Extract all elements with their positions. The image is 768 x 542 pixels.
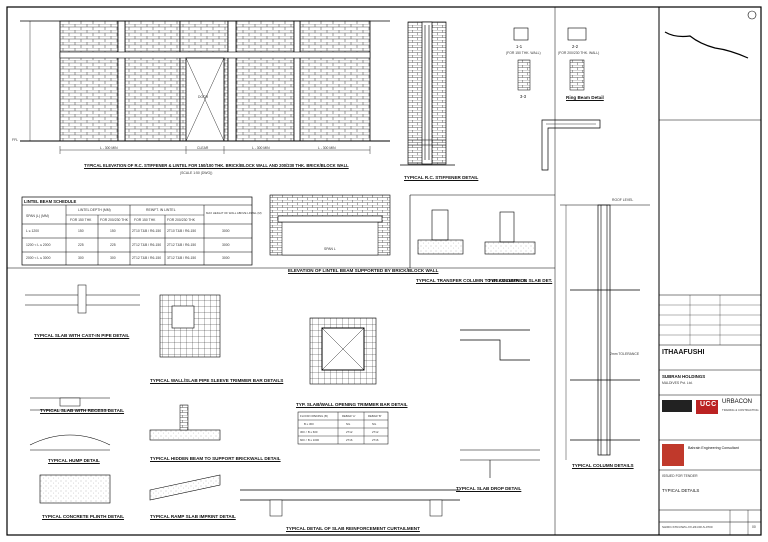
title-slab-drop: TYPICAL SLAB DROP DETAIL <box>456 486 522 491</box>
label-ffl: FFL <box>12 138 19 142</box>
dim-clear: CLEAR <box>197 146 209 150</box>
title-stiffener: TYPICAL R.C. STIFFENER DETAIL <box>404 175 479 180</box>
engineer-name: Bahrain Engineering Consultant <box>688 446 739 450</box>
schedule-row-1-r1: 2T10 T&B / R6-150 <box>132 229 162 233</box>
consultant-logo-text: UCC <box>700 401 717 408</box>
title-block-lines <box>659 10 761 535</box>
title-ring-beam: Ring Beam Detail <box>566 95 604 100</box>
stage: ISSUED FOR TENDER <box>662 474 698 478</box>
opening-row-3-1: 2T16 <box>346 438 353 442</box>
opening-row-3-0: 600 < B ≤ 1000 <box>300 438 320 442</box>
hbc-logo <box>662 400 692 412</box>
schedule-row-2-d2: 225 <box>110 243 116 247</box>
project-name: ITHAAFUSHI <box>662 349 705 356</box>
schedule-row-2-d1: 225 <box>78 243 84 247</box>
section-a: 1-1 <box>516 44 523 49</box>
title-ramp: TYPICAL RAMP SLAB IMPRINT DETAIL <box>150 514 236 519</box>
schedule-row-1-d1: 150 <box>78 229 84 233</box>
opening-row-2-0: 300 < B ≤ 600 <box>300 430 318 434</box>
schedule-sub-3: FOR 200/230 THK <box>167 218 196 222</box>
title-concrete-plinth: TYPICAL CONCRETE PLINTH DETAIL <box>42 514 125 519</box>
schedule-row-3-h: 3000 <box>222 256 230 260</box>
title-lintel-elevation: ELEVATION OF LINTEL BEAM SUPPORTED BY BR… <box>288 268 439 273</box>
consultant-sub: TRADING & CONTRACTING <box>722 408 759 412</box>
revision: 00 <box>752 525 756 529</box>
schedule-row-1-d2: 150 <box>110 229 116 233</box>
transfer-column <box>7 194 555 269</box>
schedule-sub-0: FOR 150 THK <box>70 218 92 222</box>
title-slab-opening: TYP. SLAB/WALL OPENING TRIMMER BAR DETAI… <box>296 402 408 407</box>
section-c: 3-3 <box>520 94 527 99</box>
schedule-row-3-span: 2000 < L ≤ 3000 <box>26 256 51 260</box>
title-transfer-column: TYPICAL TRANSFER COLUMN TO BEAM DETAILS <box>416 278 527 283</box>
stiffener-detail <box>400 21 455 166</box>
dim-span-3: L - 300 MIN <box>318 146 336 150</box>
title-trimmer-bar: TYPICAL WALL/SLAB PIPE SLEEVE TRIMMER BA… <box>150 378 284 383</box>
title-recess: TYPICAL SLAB WITH RECESS DETAIL <box>40 408 125 413</box>
schedule-row-2-span: 1200 < L ≤ 2000 <box>26 243 51 247</box>
client-name: SUBRAN HOLDINGS <box>662 374 706 379</box>
schedule-header-span: SPAN (L) (MM) <box>26 214 49 218</box>
schedule-row-3-r1: 2T12 T&B / R6-150 <box>132 256 162 260</box>
section-a-note: (FOR 150 THK. WALL) <box>506 51 541 55</box>
lintel-schedule-grid <box>21 196 253 266</box>
wall-elevation <box>20 20 390 154</box>
schedule-sub-2: FOR 150 THK <box>134 218 156 222</box>
opening-row-1-1: NIL <box>346 422 351 426</box>
schedule-row-3-d1: 300 <box>78 256 84 260</box>
opening-header-0: FLOOR OPENING (B) <box>300 414 328 418</box>
label-span: SPAN L <box>324 247 336 251</box>
schedule-row-2-r2: 2T12 T&B / R6-150 <box>167 243 197 247</box>
urbacon-logo <box>696 400 718 414</box>
schedule-row-1-h: 3000 <box>222 229 230 233</box>
drawing-number: SHIRO-STR-DWG-XX-ZZ-DR-S-0700 <box>662 525 713 529</box>
schedule-header-depth: LINTEL DEPTH (MM) <box>78 208 111 212</box>
opening-row-3-2: 2T16 <box>372 438 379 442</box>
schedule-header-height: MAX HEIGHT OF WALL ABOVE LINTEL (M) <box>206 211 262 215</box>
label-door: DOOR <box>198 95 209 99</box>
dim-span-1: L - 300 MIN <box>100 146 118 150</box>
section-b-note: (FOR 200/230 THK. WALL) <box>558 51 600 55</box>
label-roof-level: ROOF LEVEL <box>612 198 634 202</box>
section-b: 2-2 <box>572 44 579 49</box>
title-cast-in-pipe: TYPICAL SLAB WITH CAST-IN PIPE DETAIL <box>34 333 130 338</box>
schedule-row-3-d2: 300 <box>110 256 116 260</box>
schedule-row-1-span: L ≤ 1200 <box>26 229 40 233</box>
opening-header-2: REBAR 'B' <box>368 414 382 418</box>
opening-row-1-2: NIL <box>372 422 377 426</box>
lintel-sections <box>513 27 601 171</box>
typical-column <box>560 204 650 460</box>
schedule-row-2-r1: 2T12 T&B / R6-150 <box>132 243 162 247</box>
label-tolerance: 2mm TOLERANCE <box>610 352 640 356</box>
opening-row-2-1: 2T12 <box>346 430 353 434</box>
engineer-logo <box>662 444 684 466</box>
title-hump: TYPICAL HUMP DETAIL <box>48 458 100 463</box>
lower-details <box>25 284 540 517</box>
opening-row-1-0: B ≤ 300 <box>304 422 314 426</box>
client-sub: MALDIVES Pvt. Ltd. <box>662 381 693 385</box>
title-curtailment: TYPICAL DETAIL OF SLAB REINFORCEMENT CUR… <box>286 526 420 531</box>
title-column-details: TYPICAL COLUMN DETAILS <box>572 463 634 468</box>
title-elevation: TYPICAL ELEVATION OF R.C. STIFFENER & LI… <box>84 163 349 168</box>
consultant-name: URBACON <box>722 399 753 405</box>
schedule-header-reinf: REINFT. IN LINTEL <box>146 208 176 212</box>
title-elevation-sub: (SCALE 1:50 (DWG)) <box>180 171 213 175</box>
schedule-title: LINTEL BEAM SCHEDULE <box>24 199 77 204</box>
opening-row-2-2: 2T12 <box>372 430 379 434</box>
title-hidden-beam: TYPICAL HIDDEN BEAM TO SUPPORT BRICKWALL… <box>150 456 281 461</box>
title-column-on-slab: TYP. COLUMN ON SLAB DET. <box>488 278 553 283</box>
opening-header-1: REBAR 'A' <box>342 414 356 418</box>
dim-span-2: L - 300 MIN <box>252 146 270 150</box>
schedule-row-2-h: 3000 <box>222 243 230 247</box>
schedule-row-1-r2: 2T10 T&B / R6-150 <box>167 229 197 233</box>
lintel-elevation <box>269 194 391 256</box>
schedule-row-3-r2: 3T12 T&B / R6-150 <box>167 256 197 260</box>
drawing-title: TYPICAL DETAILS <box>662 488 700 493</box>
schedule-sub-1: FOR 200/230 THK <box>100 218 129 222</box>
